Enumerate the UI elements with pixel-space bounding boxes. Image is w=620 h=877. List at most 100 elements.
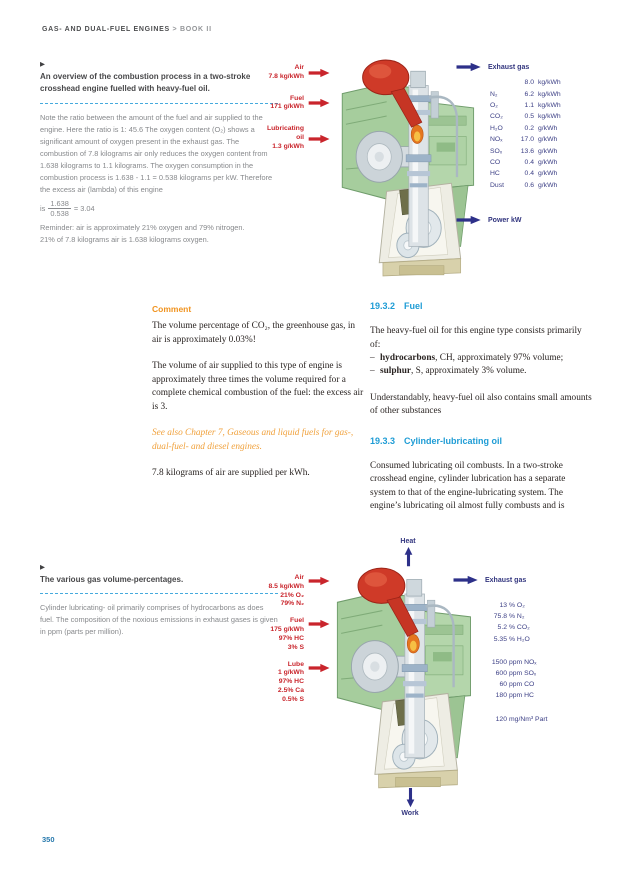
species-value: 0.6 — [524, 181, 534, 189]
section-number: 19.3.2 — [370, 301, 396, 311]
species-unit: g/kWh — [538, 170, 558, 178]
navy-arrow-icon — [453, 575, 478, 585]
exhaust-composition-values: 13 % O₂ 75.8 % N₂ 5.2 % CO₂ 5.35 % H₂O 1… — [486, 600, 548, 725]
fuel-paragraph: The heavy-fuel oil for this engine type … — [370, 326, 582, 350]
bottom-exhaust-header: Exhaust gas — [452, 575, 526, 585]
top-exhaust-header: Exhaust gas — [455, 62, 529, 72]
input-flow-text: Fuel 171 g/kWh — [270, 94, 304, 111]
up-arrow-icon — [404, 547, 412, 567]
exhaust-gas-row: SOₓ 13.6 g/kWh — [490, 145, 561, 156]
list-item: – hydrocarbons, CH, approximately 97% vo… — [370, 352, 592, 365]
section-number: 19.3.3 — [370, 435, 396, 446]
exhaust-gas-label: Exhaust gas — [488, 63, 530, 71]
percent-row: 13 % O₂ — [486, 600, 548, 611]
note-title: An overview of the combustion process in… — [40, 72, 251, 94]
ppm-value: 180 — [495, 692, 507, 700]
input-flow-label: Air 7.8 kg/kWh — [248, 64, 332, 82]
fuel-section-column: 19.3.2 Fuel The heavy-fuel oil for this … — [370, 300, 592, 527]
cylinder-oil-paragraph: Consumed lubricating oil combusts. In a … — [370, 460, 566, 512]
engine-illustration-top — [333, 57, 481, 281]
exhaust-gas-row: H₂O 0.2 g/kWh — [490, 123, 561, 134]
species-value: 0.5 — [524, 113, 534, 121]
percent-value: 5.2 — [497, 624, 507, 632]
comment-heading: Comment — [152, 304, 192, 314]
ppm-unit: ppm NOₓ — [509, 658, 537, 666]
bottom-diagram-inputs: Air 8.5 kg/kWh 21% O₂ 79% N₂ Fuel 175 g/… — [248, 574, 332, 713]
percent-row: 5.2 % CO₂ — [486, 622, 548, 633]
species-label: CO — [490, 158, 501, 166]
exhaust-gas-row: Dust 0.6 g/kWh — [490, 180, 561, 191]
input-flow-text: Air 8.5 kg/kWh 21% O₂ 79% N₂ — [268, 574, 304, 608]
book-title: GAS- AND DUAL-FUEL ENGINES — [42, 26, 170, 33]
exhaust-gas-row: HC 0.4 g/kWh — [490, 168, 561, 179]
fuel-paragraph: Understandably, heavy-fuel oil also cont… — [370, 392, 592, 417]
exhaust-gas-row: 8.0 kg/kWh — [490, 77, 561, 88]
ppm-value: 600 — [495, 670, 507, 678]
margin-note-percentages: ▶ The various gas volume-percentages. Cy… — [40, 563, 278, 638]
red-arrow-icon — [308, 68, 330, 77]
ppm-row: 180 ppm HC — [486, 690, 548, 701]
list-item-rest: , S, approximately 3% volume. — [411, 366, 527, 377]
section-title: Fuel — [404, 301, 423, 311]
engine-illustration-bottom — [328, 565, 478, 793]
species-unit: g/kWh — [538, 181, 558, 189]
species-value: 8.0 — [524, 79, 534, 87]
input-flow-text: Lube 1 g/kWh 97% HC 2.5% Ca 0.5% S — [277, 660, 304, 703]
ppm-unit: ppm CO — [509, 681, 535, 689]
exhaust-gas-table: 8.0 kg/kWh N₂ 6.2 kg/kWh O₂ 1.1 kg/kWh C… — [490, 77, 561, 191]
percent-value: 13 — [499, 602, 507, 610]
comment-paragraph: 7.8 kilograms of air are supplied per kW… — [152, 468, 310, 479]
percent-unit: % N₂ — [509, 613, 525, 621]
ppm-unit: ppm HC — [509, 692, 534, 700]
navy-arrow-icon — [456, 215, 481, 225]
species-label: O₂ — [490, 101, 498, 109]
section-heading-cylinder-oil: 19.3.3 Cylinder-lubricating oil — [370, 435, 592, 448]
page-number: 350 — [42, 835, 55, 844]
particulates-row: 120 mg/Nm³ Part — [486, 714, 548, 725]
species-label: N₂ — [490, 90, 498, 98]
list-bullet: – — [370, 352, 375, 363]
ppm-unit: ppm SOₓ — [509, 670, 537, 678]
group-gap — [486, 702, 548, 714]
species-label: CO₂ — [490, 113, 503, 121]
species-label: NOₓ — [490, 136, 503, 144]
red-arrow-icon — [308, 99, 330, 108]
note-reminder: Reminder: air is approximately 21% oxyge… — [40, 223, 245, 245]
species-value: 0.4 — [524, 170, 534, 178]
fraction-denominator: 0.538 — [50, 208, 69, 218]
see-also-reference: See also Chapter 7, Gaseous and liquid f… — [152, 428, 354, 452]
input-flow-label: Lube 1 g/kWh 97% HC 2.5% Ca 0.5% S — [248, 661, 332, 705]
note-body: Note the ratio between the amount of the… — [40, 112, 273, 194]
percent-value: 75.8 — [493, 613, 507, 621]
navy-arrow-icon — [456, 62, 481, 72]
page-header: GAS- AND DUAL-FUEL ENGINES > BOOK II — [42, 26, 212, 33]
exhaust-gas-row: N₂ 6.2 kg/kWh — [490, 88, 561, 99]
exhaust-gas-row: O₂ 1.1 kg/kWh — [490, 100, 561, 111]
top-diagram-inputs: Air 7.8 kg/kWh Fuel 171 g/kWh Lubricatin… — [248, 64, 332, 165]
species-value: 6.2 — [524, 90, 534, 98]
species-value: 13.6 — [520, 147, 534, 155]
percent-row: 5.35 % H₂O — [486, 634, 548, 645]
species-label: SOₓ — [490, 147, 503, 155]
exhaust-gas-row: NOₓ 17.0 g/kWh — [490, 134, 561, 145]
section-title: Cylinder-lubricating oil — [404, 435, 503, 446]
list-item-rest: , CH, approximately 97% volume; — [435, 352, 564, 363]
particulates-value: 120 — [495, 715, 507, 723]
percent-unit: % H₂O — [509, 635, 530, 643]
species-unit: kg/kWh — [538, 113, 561, 121]
power-output: Power kW — [455, 215, 521, 225]
species-unit: kg/kWh — [538, 79, 561, 87]
group-gap — [486, 645, 548, 657]
power-label: Power kW — [488, 216, 522, 224]
dashed-divider — [40, 593, 278, 595]
exhaust-gas-label: Exhaust gas — [485, 576, 527, 584]
list-item-term: hydrocarbons — [380, 352, 436, 363]
ppm-rows: 1500 ppm NOₓ 600 ppm SOₓ 60 ppm CO 180 p… — [486, 657, 548, 702]
red-arrow-icon — [308, 620, 330, 629]
ppm-value: 60 — [499, 681, 507, 689]
species-value: 0.4 — [524, 158, 534, 166]
species-label: HC — [490, 170, 500, 178]
ppm-row: 600 ppm SOₓ — [486, 668, 548, 679]
red-arrow-icon — [308, 134, 330, 143]
note-marker-icon: ▶ — [40, 61, 45, 68]
